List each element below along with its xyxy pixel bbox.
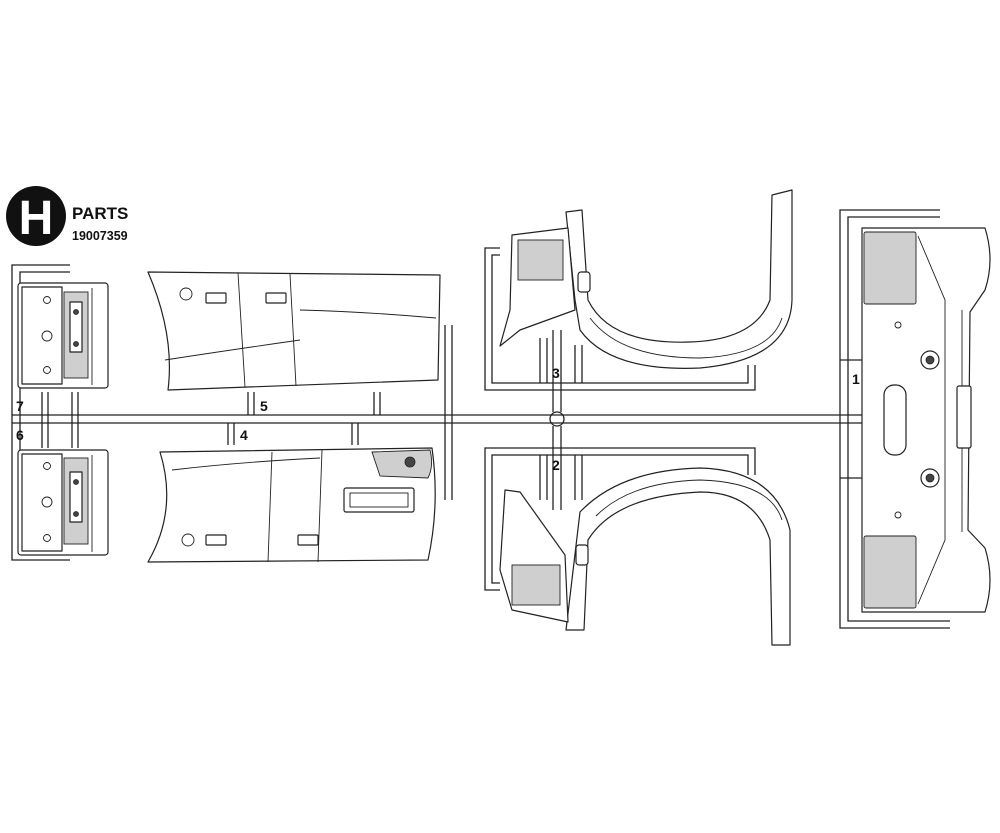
- part-2-shape: [499, 467, 791, 646]
- part-number-5: 5: [260, 398, 268, 414]
- part-5-shape: [147, 271, 441, 391]
- badge-letter: H: [19, 192, 54, 245]
- part-number-4: 4: [240, 427, 248, 443]
- part-number-7: 7: [16, 398, 24, 414]
- part-number-2: 2: [552, 457, 560, 473]
- part-4-shape: [147, 447, 436, 563]
- part-1-shape: [861, 227, 991, 613]
- part-6-shape: [17, 449, 109, 556]
- parts-title: PARTS: [72, 204, 128, 223]
- badge-circle: [6, 186, 66, 246]
- part-number-6: 6: [16, 427, 24, 443]
- parts-code: 19007359: [72, 229, 128, 243]
- part-number-1: 1: [852, 371, 860, 387]
- part-number-3: 3: [552, 365, 560, 381]
- parts-badge: H: [6, 186, 66, 246]
- part-7-shape: [17, 282, 109, 389]
- part-3-shape: [499, 189, 793, 369]
